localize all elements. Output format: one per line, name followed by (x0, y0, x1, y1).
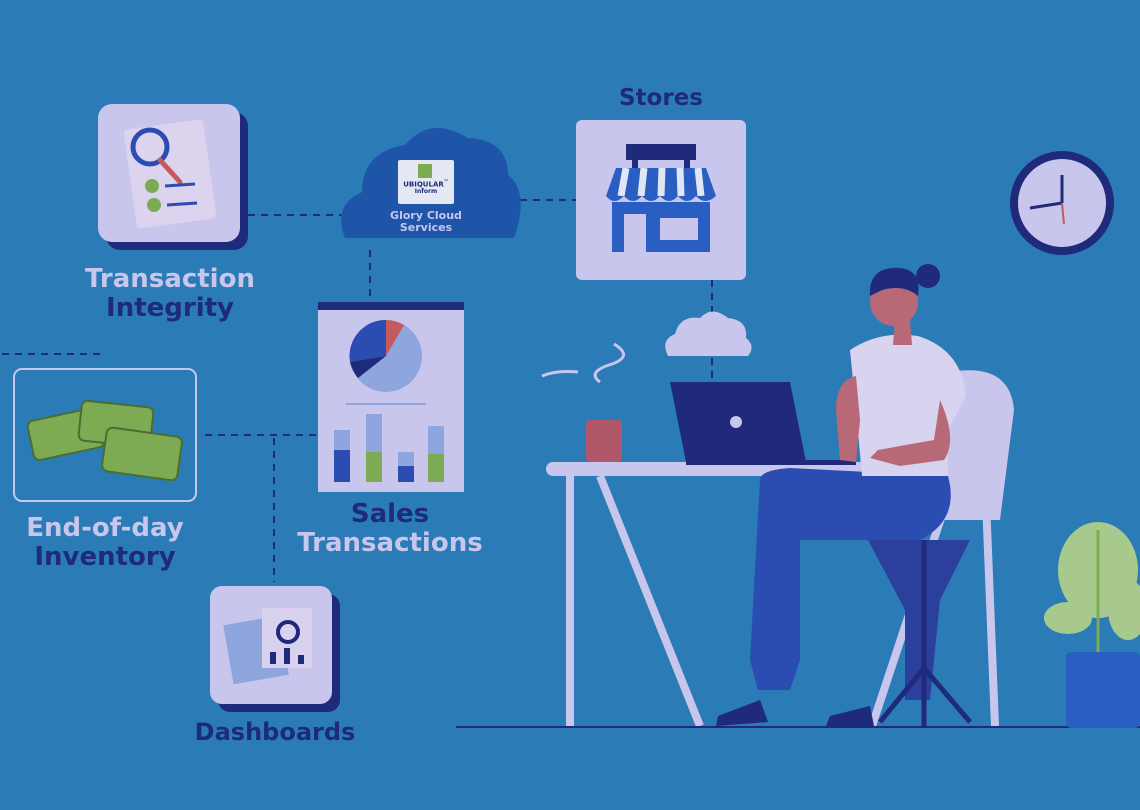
ubiqular-logo-sub: Inform (414, 188, 438, 196)
coffee-mug-icon (541, 342, 625, 462)
cash-icon (26, 399, 183, 482)
cloud-service-line1: Glory Cloud (390, 209, 462, 222)
glory-cloud (341, 128, 521, 238)
inventory-line2: Inventory (34, 541, 176, 572)
magnifier-icon (130, 127, 170, 167)
store-sign (626, 144, 696, 160)
sales-line1: Sales (350, 499, 430, 529)
plant-icon (1044, 522, 1140, 728)
dashboards-label: Dashboards (194, 718, 356, 746)
sales-transactions-card (318, 302, 464, 492)
dashboards-card (210, 586, 340, 712)
transaction-integrity-line2: Integrity (106, 292, 234, 323)
chair-base (878, 540, 972, 728)
stores-card (576, 120, 746, 280)
stores-label: Stores (619, 85, 703, 111)
sales-transactions-label: Sales Transactions (285, 500, 495, 557)
cloud-service-label: Glory Cloud Services (378, 209, 474, 235)
cloud-service-line2: Services (399, 221, 453, 235)
small-cloud-icon (665, 311, 752, 356)
inventory-card (13, 368, 197, 502)
sales-line2: Transactions (297, 527, 483, 558)
clock-icon (1010, 151, 1114, 255)
inventory-label: End-of-day Inventory (5, 514, 205, 571)
person-illustration (716, 264, 970, 726)
ubiqular-logo-name: UBIQULAR (403, 180, 444, 189)
transaction-integrity-card (98, 104, 248, 250)
donut-icon (276, 620, 300, 644)
transaction-integrity-line1: Transaction (85, 264, 255, 294)
check-icon (145, 179, 159, 193)
ubiqular-logo: UBIQULAR™ Inform (390, 179, 462, 196)
ubiqular-logo-tm: ™ (443, 179, 449, 185)
transaction-integrity-label: Transaction Integrity (70, 265, 270, 322)
laptop-icon (670, 382, 856, 465)
inventory-line1: End-of-day (26, 513, 184, 543)
connector-lines (2, 199, 713, 582)
